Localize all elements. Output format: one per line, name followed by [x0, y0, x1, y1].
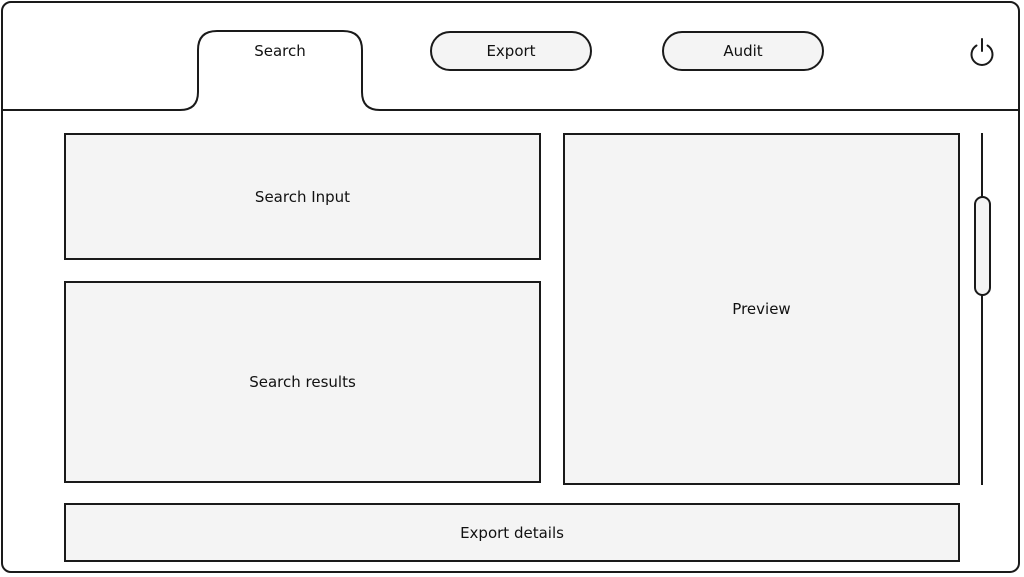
scrollbar-track[interactable] [981, 133, 983, 485]
search-results-label: Search results [249, 373, 356, 391]
preview-panel: Preview [563, 133, 960, 485]
search-results-panel[interactable]: Search results [64, 281, 541, 483]
power-icon [970, 38, 994, 66]
export-details-label: Export details [460, 523, 564, 542]
scrollbar-thumb[interactable] [974, 196, 991, 296]
tab-export[interactable]: Export [430, 31, 592, 71]
power-button[interactable] [966, 36, 998, 68]
preview-label: Preview [732, 300, 791, 318]
tab-audit[interactable]: Audit [662, 31, 824, 71]
search-input-panel[interactable]: Search Input [64, 133, 541, 260]
export-details-panel: Export details [64, 503, 960, 562]
tab-search[interactable]: Search [254, 42, 306, 60]
search-input-label: Search Input [254, 187, 351, 206]
